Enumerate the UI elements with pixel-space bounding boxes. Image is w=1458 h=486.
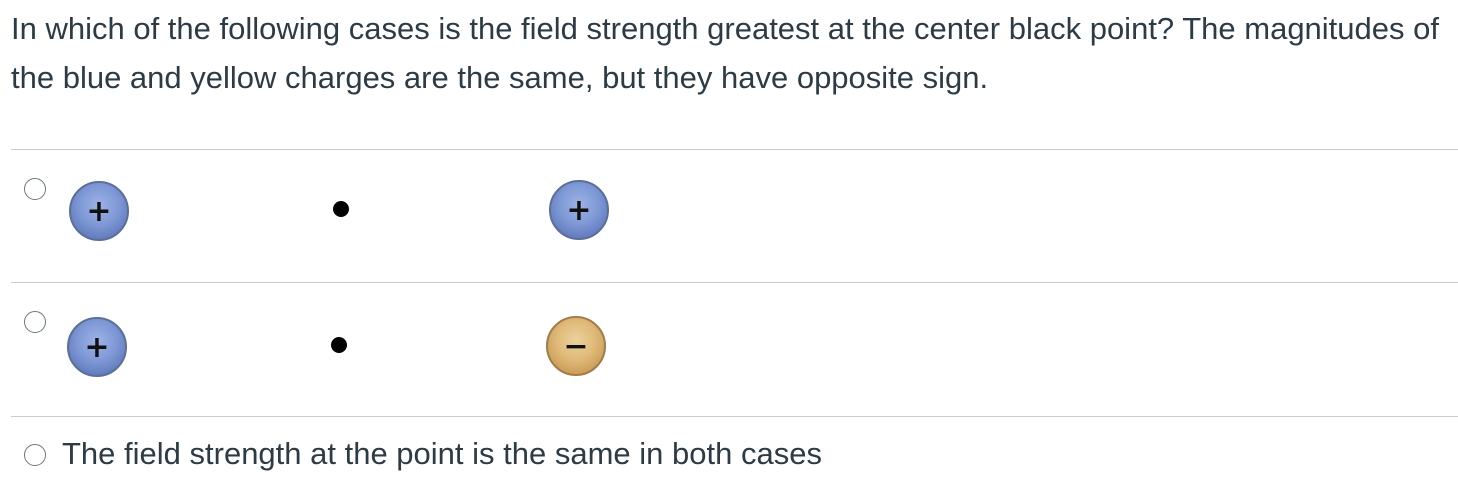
divider xyxy=(11,149,1458,150)
divider xyxy=(11,282,1458,283)
option-1-right-positive-charge: + xyxy=(549,180,609,240)
option-3-radio[interactable] xyxy=(24,444,46,466)
option-2-right-negative-charge: − xyxy=(546,316,606,376)
option-1-left-charge-sign: + xyxy=(86,194,112,229)
option-1-center-point xyxy=(333,201,349,217)
option-2-center-point xyxy=(331,337,347,353)
option-2-radio[interactable] xyxy=(24,311,46,333)
divider xyxy=(11,416,1458,417)
option-1-right-charge-sign: + xyxy=(566,193,592,228)
option-1-left-positive-charge: + xyxy=(69,181,129,241)
option-2-left-positive-charge: + xyxy=(67,317,127,377)
option-2-left-charge-sign: + xyxy=(84,330,110,365)
question-text: In which of the following cases is the f… xyxy=(11,11,1439,95)
option-1-radio[interactable] xyxy=(24,178,46,200)
option-3-label: The field strength at the point is the s… xyxy=(62,436,822,471)
option-2-right-charge-sign: − xyxy=(563,329,589,364)
